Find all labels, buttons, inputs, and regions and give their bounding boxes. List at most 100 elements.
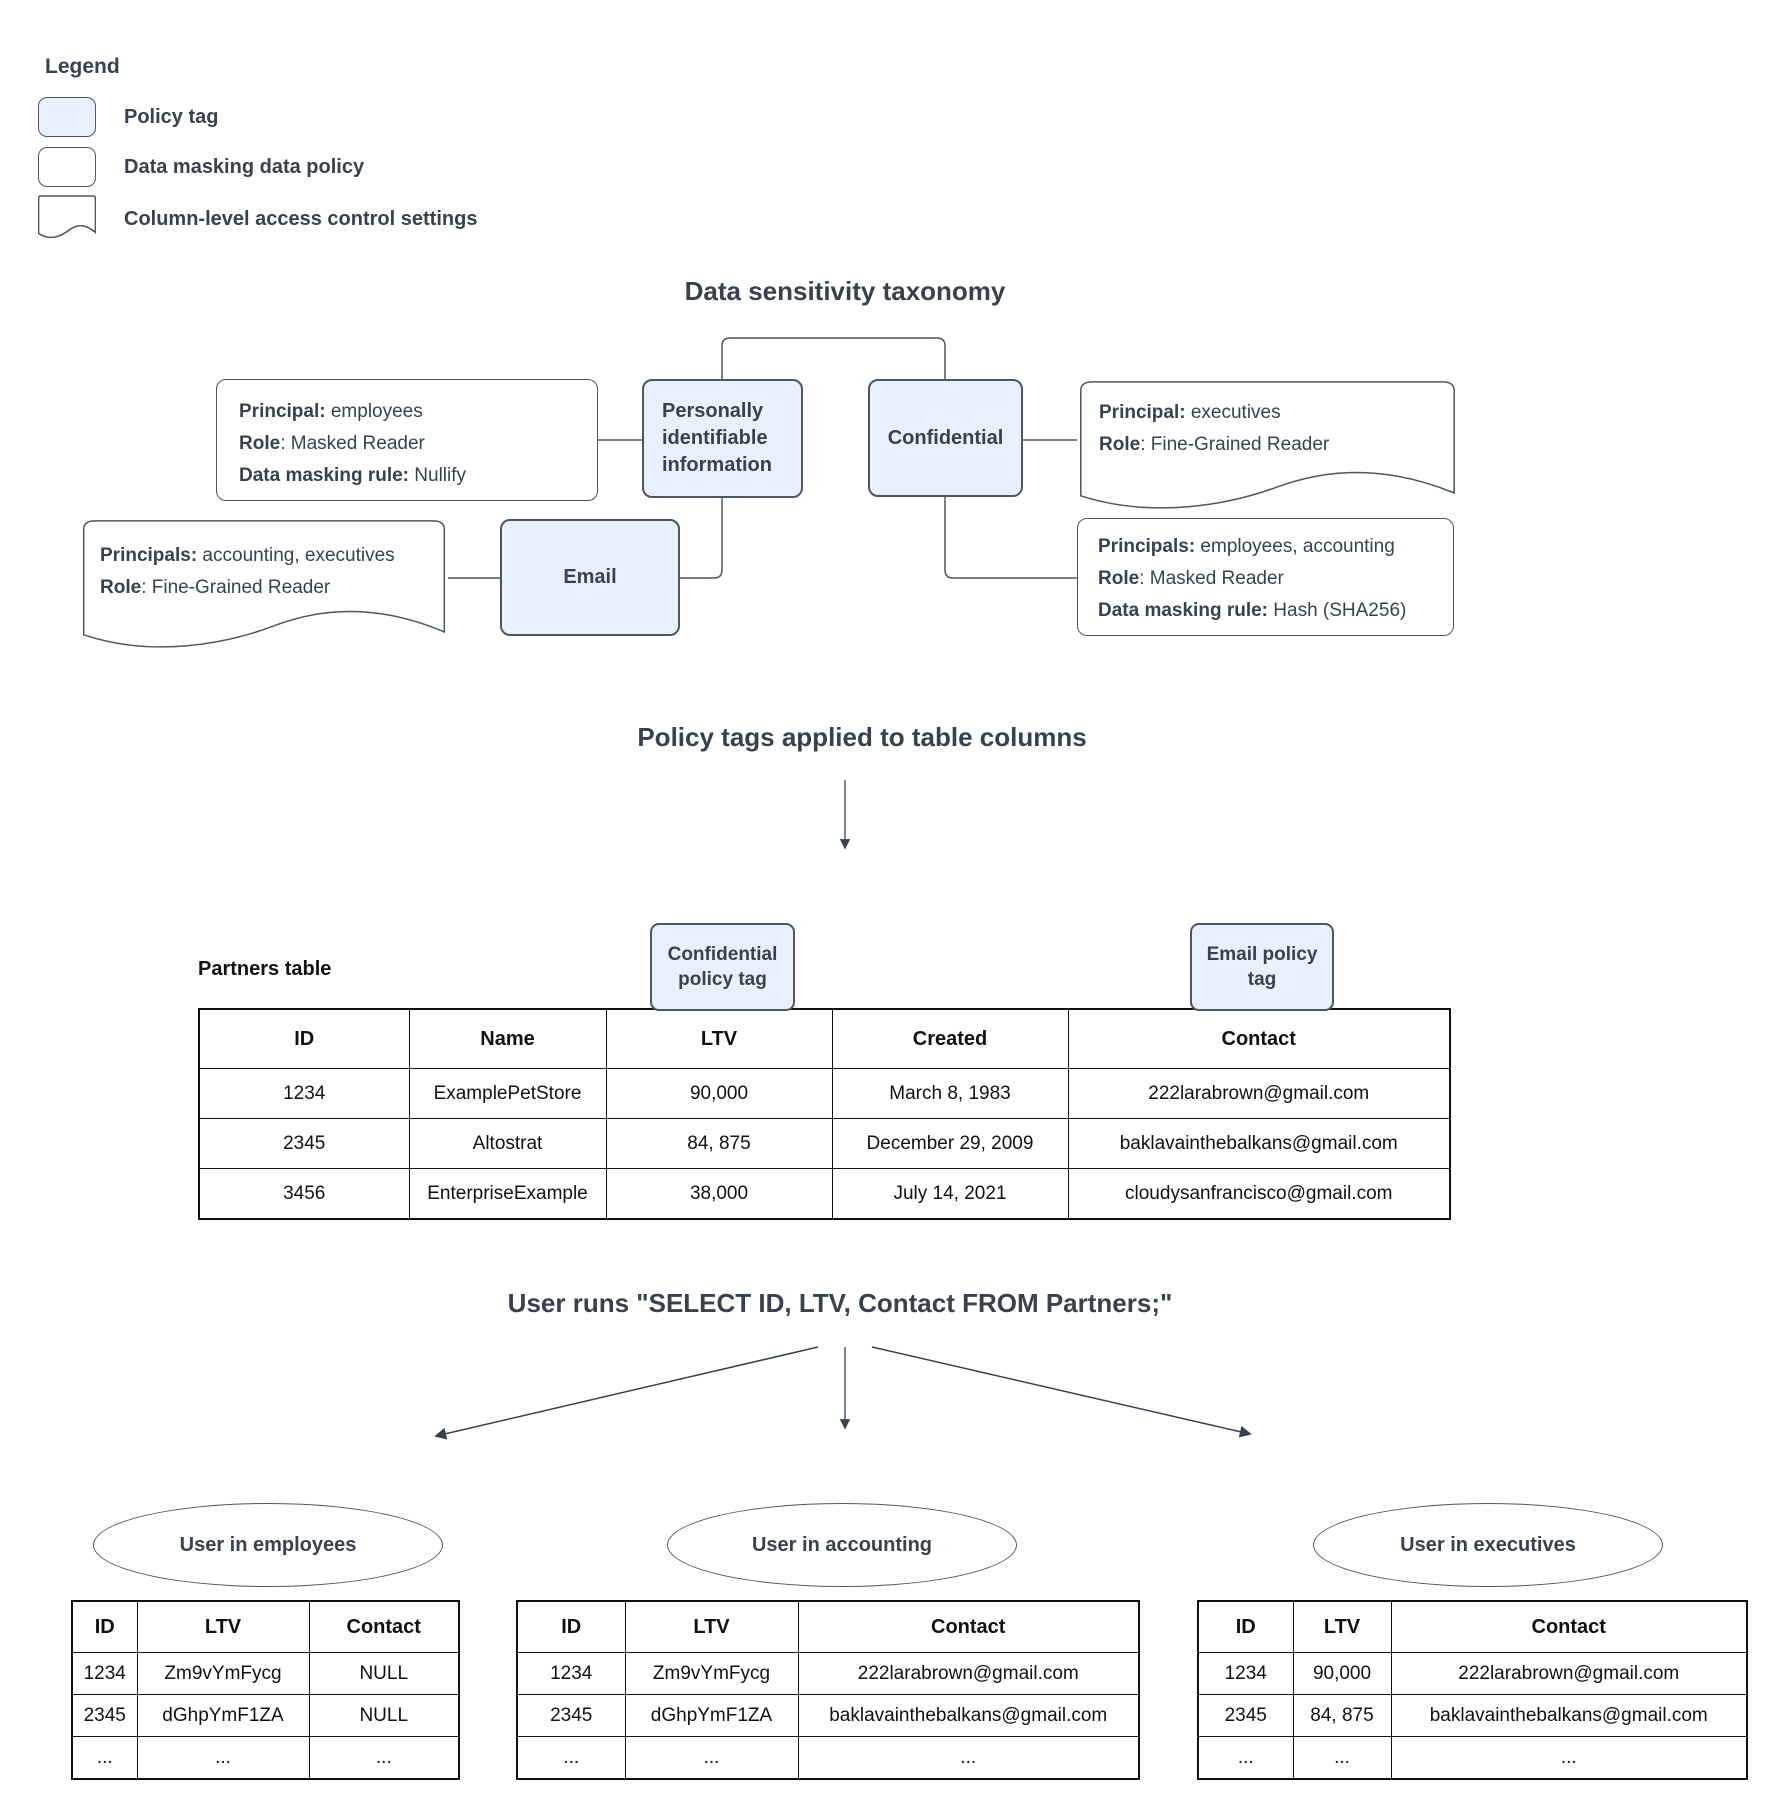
cell: dGhpYmF1ZA — [136, 1694, 310, 1737]
table-header-row: ID Name LTV Created Contact — [198, 1008, 1451, 1069]
cell: 1234 — [1197, 1652, 1294, 1695]
column-header: ID — [1197, 1600, 1294, 1653]
table-row: 2345 Altostrat 84, 875 December 29, 2009… — [198, 1118, 1451, 1169]
table-row: 1234 Zm9vYmFycg NULL — [71, 1652, 460, 1695]
cell: 84, 875 — [1292, 1694, 1392, 1737]
column-header: LTV — [624, 1600, 799, 1653]
cell: 38,000 — [605, 1168, 833, 1220]
cell: dGhpYmF1ZA — [624, 1694, 799, 1737]
document-shape — [80, 518, 448, 664]
pii-masking-policy-box: Principal: employees Role: Masked Reader… — [216, 379, 598, 501]
legend-item-label: Column-level access control settings — [124, 207, 478, 230]
cell: 90,000 — [1292, 1652, 1392, 1695]
table-row: 2345 dGhpYmF1ZA NULL — [71, 1694, 460, 1737]
access-control-swatch — [38, 195, 96, 243]
cell: 1234 — [71, 1652, 138, 1695]
cell: cloudysanfrancisco@gmail.com — [1067, 1168, 1451, 1220]
taxonomy-title: Data sensitivity taxonomy — [684, 276, 1006, 306]
email-policy-tag-node: Email — [500, 519, 680, 636]
column-header: Contact — [1390, 1600, 1748, 1653]
email-access-control-doc: Principals: accounting, executives Role:… — [80, 518, 448, 664]
cell: ... — [136, 1736, 310, 1780]
policy-line: Principals: employees, accounting — [1098, 536, 1395, 557]
table-row: ... ... ... — [1197, 1736, 1748, 1780]
cell: July 14, 2021 — [831, 1168, 1069, 1220]
cell: 222larabrown@gmail.com — [1390, 1652, 1748, 1695]
cell: ... — [516, 1736, 626, 1780]
group-ellipse-accounting: User in accounting — [667, 1503, 1017, 1587]
query-title: User runs "SELECT ID, LTV, Contact FROM … — [507, 1288, 1173, 1318]
legend-item-access-control: Column-level access control settings — [38, 195, 477, 243]
column-header: Contact — [797, 1600, 1140, 1653]
table-row: 1234 90,000 222larabrown@gmail.com — [1197, 1652, 1748, 1695]
cell: 2345 — [516, 1694, 626, 1737]
policy-line: Data masking rule: Nullify — [239, 465, 467, 486]
table-row: ... ... ... — [516, 1736, 1140, 1780]
cell: Altostrat — [408, 1118, 607, 1169]
legend-item-data-policy: Data masking data policy — [38, 146, 364, 188]
cell: 1234 — [198, 1068, 410, 1119]
cell: ... — [624, 1736, 799, 1780]
confidential-policy-tag-callout: Confidential policy tag — [650, 923, 795, 1011]
data-policy-swatch — [38, 147, 96, 187]
policy-tag-swatch — [38, 97, 96, 137]
cell: ExamplePetStore — [408, 1068, 607, 1119]
cell: 90,000 — [605, 1068, 833, 1119]
legend-item-label: Data masking data policy — [124, 155, 365, 178]
cell: 84, 875 — [605, 1118, 833, 1169]
table-header-row: ID LTV Contact — [516, 1600, 1140, 1653]
confidential-masking-policy-box: Principals: employees, accounting Role: … — [1077, 518, 1454, 636]
policy-line: Role: Masked Reader — [1098, 568, 1284, 589]
policy-line: Principals: accounting, executives — [100, 545, 395, 566]
cell: NULL — [308, 1652, 460, 1695]
column-header: Name — [408, 1008, 607, 1069]
cell: 3456 — [198, 1168, 410, 1220]
cell: 2345 — [1197, 1694, 1294, 1737]
table-row: ... ... ... — [71, 1736, 460, 1780]
column-header: ID — [71, 1600, 138, 1653]
cell: Zm9vYmFycg — [136, 1652, 310, 1695]
policy-line: Role: Fine-Grained Reader — [1099, 434, 1330, 455]
result-table-employees: ID LTV Contact 1234 Zm9vYmFycg NULL 2345… — [71, 1600, 460, 1780]
column-header: LTV — [1292, 1600, 1392, 1653]
policy-line: Principal: employees — [239, 401, 423, 422]
table-header-row: ID LTV Contact — [1197, 1600, 1748, 1653]
cell: 222larabrown@gmail.com — [797, 1652, 1140, 1695]
email-policy-tag-callout: Email policy tag — [1190, 923, 1334, 1011]
legend-title: Legend — [45, 55, 120, 78]
policy-line: Data masking rule: Hash (SHA256) — [1098, 600, 1407, 621]
pii-policy-tag-node: Personally identifiable information — [642, 379, 803, 498]
partners-table: ID Name LTV Created Contact 1234 Example… — [198, 1008, 1451, 1220]
cell: baklavainthebalkans@gmail.com — [1067, 1118, 1451, 1169]
policy-line: Role: Masked Reader — [239, 433, 425, 454]
table-row: 1234 Zm9vYmFycg 222larabrown@gmail.com — [516, 1652, 1140, 1695]
partners-table-label: Partners table — [198, 958, 332, 980]
cell: ... — [797, 1736, 1140, 1780]
cell: baklavainthebalkans@gmail.com — [1390, 1694, 1748, 1737]
legend-item-policy-tag: Policy tag — [38, 97, 218, 137]
document-shape — [1077, 379, 1458, 525]
cell: December 29, 2009 — [831, 1118, 1069, 1169]
cell: ... — [1292, 1736, 1392, 1780]
cell: 2345 — [71, 1694, 138, 1737]
table-header-row: ID LTV Contact — [71, 1600, 460, 1653]
column-header: ID — [198, 1008, 410, 1069]
cell: ... — [71, 1736, 138, 1780]
group-ellipse-employees: User in employees — [93, 1503, 443, 1587]
cell: 2345 — [198, 1118, 410, 1169]
table-row: 3456 EnterpriseExample 38,000 July 14, 2… — [198, 1168, 1451, 1220]
cell: 1234 — [516, 1652, 626, 1695]
cell: NULL — [308, 1694, 460, 1737]
cell: ... — [1390, 1736, 1748, 1780]
cell: ... — [308, 1736, 460, 1780]
cell: baklavainthebalkans@gmail.com — [797, 1694, 1140, 1737]
column-header: LTV — [605, 1008, 833, 1069]
column-header: Contact — [308, 1600, 460, 1653]
group-ellipse-executives: User in executives — [1313, 1503, 1663, 1587]
cell: March 8, 1983 — [831, 1068, 1069, 1119]
table-row: 2345 dGhpYmF1ZA baklavainthebalkans@gmai… — [516, 1694, 1140, 1737]
policy-line: Role: Fine-Grained Reader — [100, 577, 331, 598]
policy-tags-section-title: Policy tags applied to table columns — [637, 722, 1087, 752]
cell: EnterpriseExample — [408, 1168, 607, 1220]
